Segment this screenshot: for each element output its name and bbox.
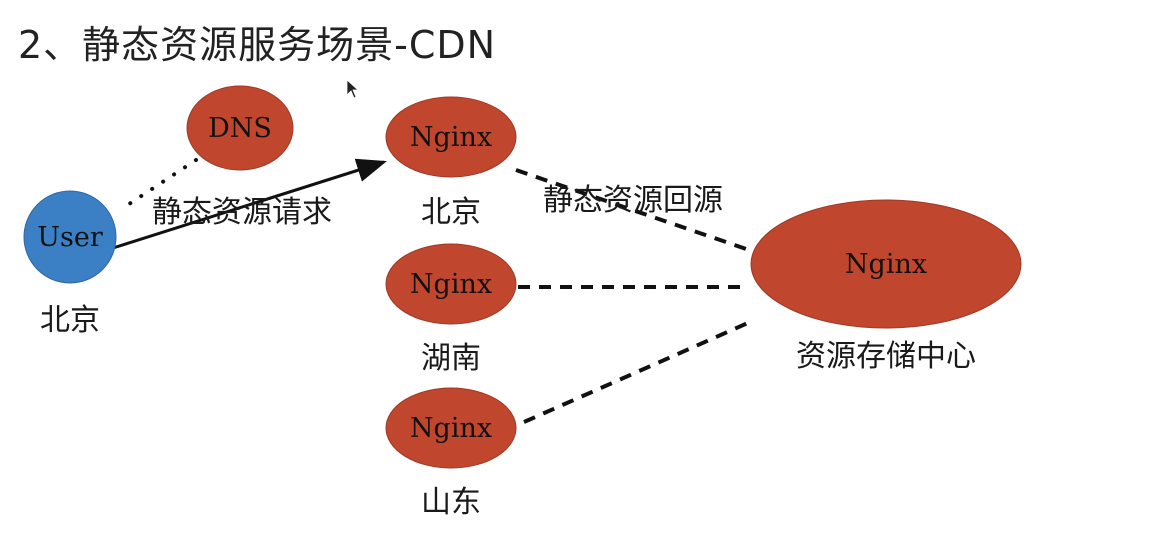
nginx-shandong-label: Nginx (410, 413, 492, 444)
page-title: 2、静态资源服务场景-CDN (18, 23, 497, 67)
nginx-center-caption: 资源存储中心 (796, 339, 976, 374)
nginx-beijing-caption: 北京 (421, 195, 481, 230)
dns-user-dotted-edge (118, 158, 198, 212)
dns-node: DNS (186, 85, 294, 171)
nginx-hunan-node: Nginx (385, 243, 517, 325)
beijing-center-dashed-edge (515, 168, 756, 254)
request-arrow (112, 158, 387, 250)
nginx-center-node: Nginx (750, 199, 1022, 329)
request-edge-label: 静态资源请求 (152, 195, 332, 230)
nginx-center-label: Nginx (845, 249, 927, 280)
nginx-beijing-node: Nginx (385, 96, 517, 178)
nginx-hunan-caption: 湖南 (421, 341, 481, 376)
nginx-hunan-label: Nginx (410, 269, 492, 300)
nginx-shandong-node: Nginx (385, 387, 517, 469)
dns-node-label: DNS (208, 113, 272, 144)
origin-edge-label: 静态资源回源 (543, 183, 723, 218)
user-caption: 北京 (40, 303, 100, 338)
mouse-cursor-icon (346, 79, 360, 99)
nginx-beijing-label: Nginx (410, 122, 492, 153)
user-node-label: User (37, 222, 103, 253)
shandong-center-dashed-edge (523, 320, 751, 424)
nginx-shandong-caption: 山东 (421, 485, 481, 520)
user-node: User (23, 190, 117, 284)
